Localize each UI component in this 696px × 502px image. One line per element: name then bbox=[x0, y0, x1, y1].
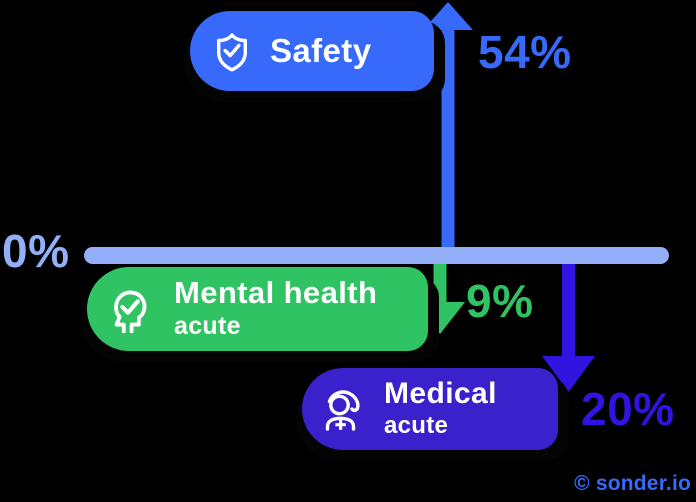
safety-pill: Safety bbox=[190, 11, 434, 91]
medical-label: Medical bbox=[384, 377, 497, 411]
baseline-zero-label: 0% bbox=[2, 225, 70, 277]
head-check-icon bbox=[102, 282, 156, 336]
medical-sublabel: acute bbox=[384, 411, 449, 439]
nurse-icon bbox=[318, 384, 368, 434]
medical-percent: 20% bbox=[581, 383, 675, 435]
safety-percent: 54% bbox=[478, 26, 572, 78]
down-arrow-icon-medical bbox=[542, 250, 595, 392]
mental-health-percent: 9% bbox=[466, 275, 534, 327]
mental-health-label: Mental health bbox=[174, 275, 378, 311]
medical-pill: Medical acute bbox=[302, 368, 558, 450]
credit-text: © sonder.io bbox=[574, 472, 691, 495]
shield-check-icon bbox=[210, 29, 254, 73]
mental-health-sublabel: acute bbox=[174, 311, 241, 340]
up-arrow-icon bbox=[423, 2, 473, 252]
baseline-line bbox=[84, 247, 669, 264]
safety-label: Safety bbox=[270, 31, 372, 69]
mental-health-pill: Mental health acute bbox=[87, 267, 428, 351]
